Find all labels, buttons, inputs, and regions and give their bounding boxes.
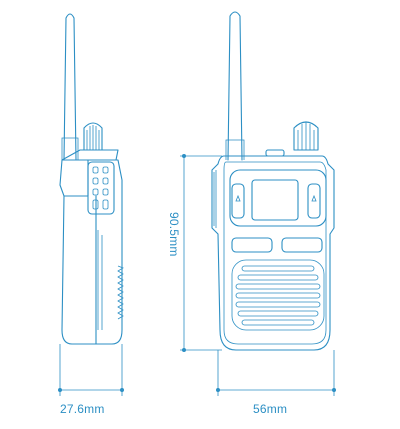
side-keypad [87,161,115,215]
side-knob [83,122,103,151]
front-button-right [281,237,323,253]
speaker-grille [231,259,325,331]
height-label: 90.5mm [167,212,181,257]
display-screen [251,179,299,221]
display-bezel [229,169,327,227]
depth-label: 27.6mm [60,402,105,416]
front-antenna [227,11,243,161]
right-side-key [307,183,321,219]
front-view [211,11,335,351]
side-body [61,195,97,345]
width-label: 56mm [253,402,288,416]
side-belt-clip [59,159,89,197]
dimension-lines [58,154,336,396]
left-side-key [231,183,245,219]
front-button-left [231,237,273,253]
side-antenna [63,13,77,161]
front-housing [211,155,335,351]
front-knob [293,121,319,151]
side-view [59,13,124,345]
